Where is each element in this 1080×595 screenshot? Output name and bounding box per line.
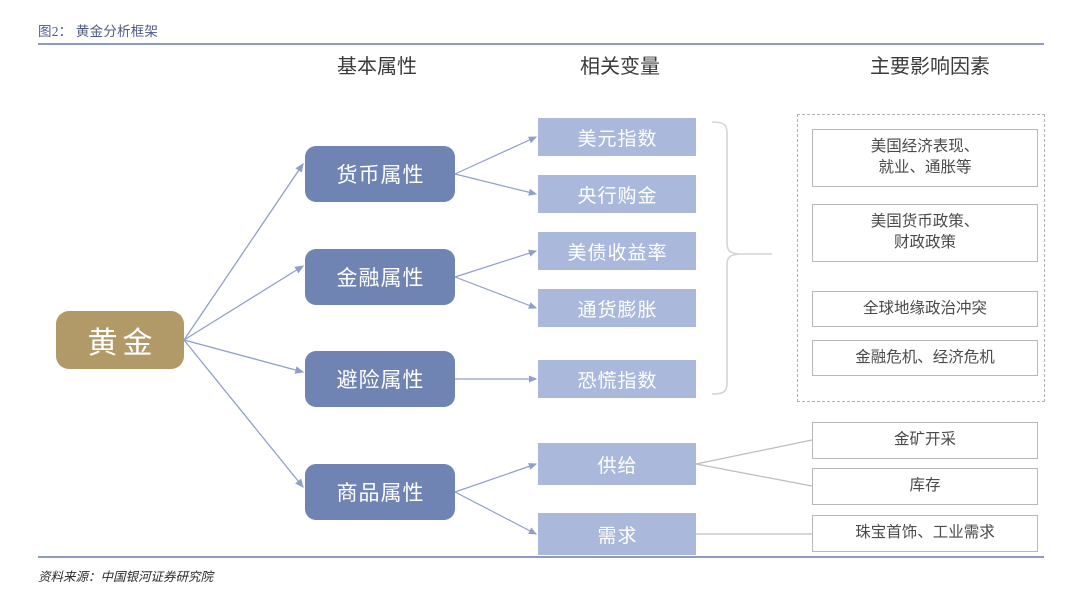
node-variable-central-bank-gold-buying[interactable]: 央行购金	[538, 175, 696, 213]
top-divider	[38, 43, 1044, 45]
factor-box-jewelry-industrial-demand[interactable]: 珠宝首饰、工业需求	[812, 515, 1038, 552]
node-variable-fear-index[interactable]: 恐慌指数	[538, 360, 696, 398]
edges-currency-to-variables	[454, 136, 538, 196]
figure-source: 资料来源：中国银河证券研究院	[38, 570, 214, 584]
column-header-basic-attributes: 基本属性	[337, 56, 417, 78]
factor-box-gold-mining[interactable]: 金矿开采	[812, 422, 1038, 459]
node-variable-inflation[interactable]: 通货膨胀	[538, 289, 696, 327]
figure-title: 图2： 黄金分析框架	[38, 24, 159, 39]
node-variable-demand[interactable]: 需求	[538, 513, 696, 555]
node-gold-root[interactable]: 黄金	[56, 311, 184, 369]
factor-box-geopolitics[interactable]: 全球地缘政治冲突	[812, 291, 1038, 327]
factor-box-us-economy[interactable]: 美国经济表现、 就业、通胀等	[812, 129, 1038, 187]
edges-root-to-attributes	[183, 162, 305, 489]
macro-factors-group	[797, 114, 1045, 402]
edges-financial-to-variables	[454, 249, 538, 309]
column-header-related-variables: 相关变量	[580, 56, 660, 78]
node-attribute-financial[interactable]: 金融属性	[305, 249, 455, 305]
edges-supply-to-factors	[695, 439, 813, 487]
edges-commodity-to-variables	[454, 462, 538, 535]
node-variable-dollar-index[interactable]: 美元指数	[538, 118, 696, 156]
node-attribute-commodity[interactable]: 商品属性	[305, 464, 455, 520]
node-attribute-safe-haven[interactable]: 避险属性	[305, 351, 455, 407]
column-header-main-factors: 主要影响因素	[870, 56, 990, 78]
node-variable-us-treasury-yield[interactable]: 美债收益率	[538, 232, 696, 270]
bottom-divider	[38, 556, 1044, 558]
factor-box-crisis[interactable]: 金融危机、经济危机	[812, 340, 1038, 376]
node-variable-supply[interactable]: 供给	[538, 443, 696, 485]
factor-box-us-policy[interactable]: 美国货币政策、 财政政策	[812, 204, 1038, 262]
grouping-brace	[711, 121, 740, 395]
factor-box-inventory[interactable]: 库存	[812, 468, 1038, 505]
node-attribute-currency[interactable]: 货币属性	[305, 146, 455, 202]
